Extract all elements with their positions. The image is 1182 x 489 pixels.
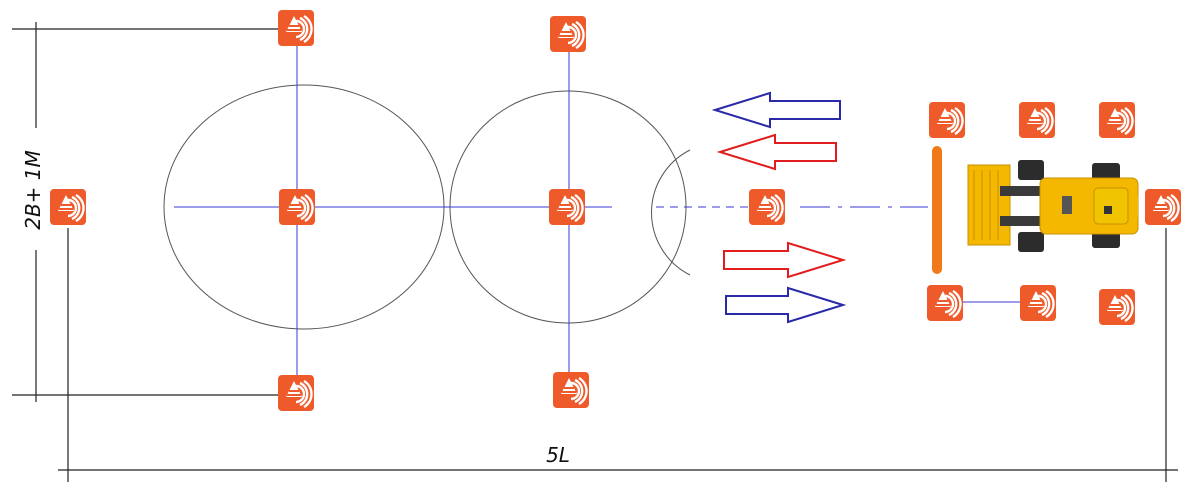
right-arc (651, 149, 691, 276)
front-loader (932, 146, 1139, 274)
cone (551, 370, 591, 410)
loader-blade (932, 146, 942, 274)
length-dimension-label: 5L (546, 443, 570, 467)
cone (1097, 100, 1137, 140)
right-arrow-red (723, 241, 847, 279)
cone (276, 8, 316, 48)
cone (925, 283, 965, 323)
cone (1017, 100, 1057, 140)
cone (747, 187, 787, 227)
left-arrow-blue (711, 91, 841, 129)
cone (1143, 187, 1182, 227)
left-arrow-red (716, 133, 837, 171)
length-dimension (58, 228, 1178, 482)
direction-arrows (711, 91, 847, 324)
cone (276, 373, 316, 413)
width-dimension-label: 2B+ 1M (21, 150, 45, 230)
cone (927, 100, 967, 140)
cone (548, 14, 588, 54)
width-dimension (12, 22, 282, 402)
cone (277, 187, 317, 227)
cone (1018, 283, 1058, 323)
cone (48, 187, 88, 227)
right-arrow-blue (725, 286, 847, 324)
cone (1097, 287, 1137, 327)
cone (547, 187, 587, 227)
